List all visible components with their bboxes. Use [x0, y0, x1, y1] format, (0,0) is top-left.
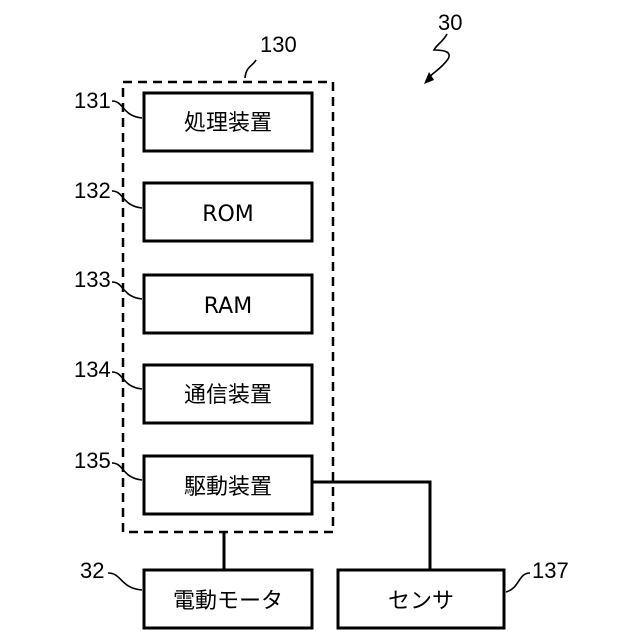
- component-rom: ROM 132: [74, 178, 312, 241]
- drive-unit-label: 駆動装置: [184, 475, 272, 500]
- figure-ref-label: 30: [438, 10, 462, 35]
- processing-unit-label: 処理装置: [184, 111, 272, 136]
- figure-ref-squiggle: [428, 34, 449, 78]
- communication-unit-leader: [112, 372, 142, 389]
- processing-unit-leader: [112, 101, 142, 118]
- controller-group-leader: [245, 60, 256, 78]
- rom-label: ROM: [202, 202, 254, 227]
- electric-motor-leader: [108, 573, 142, 590]
- processing-unit-ref: 131: [74, 88, 111, 113]
- electric-motor-label: 電動モータ: [173, 589, 283, 614]
- ram-ref: 133: [74, 267, 111, 292]
- sensor: センサ 137: [338, 558, 569, 628]
- controller-group-ref: 130: [260, 32, 297, 57]
- sensor-leader: [506, 573, 530, 592]
- drive-unit-leader: [112, 463, 142, 480]
- drive-unit-ref: 135: [74, 448, 111, 473]
- ram-leader: [112, 282, 142, 299]
- wire-drive-to-sensor: [312, 482, 430, 570]
- component-processing-unit: 処理装置 131: [74, 88, 312, 151]
- rom-leader: [112, 191, 142, 208]
- component-ram: RAM 133: [74, 267, 312, 333]
- rom-ref: 132: [74, 178, 111, 203]
- electric-motor: 電動モータ 32: [80, 558, 312, 628]
- ram-label: RAM: [204, 294, 252, 319]
- component-drive-unit: 駆動装置 135: [74, 448, 312, 514]
- sensor-label: センサ: [388, 589, 454, 614]
- component-communication-unit: 通信装置 134: [74, 357, 312, 423]
- figure-reference: 30: [424, 10, 462, 84]
- communication-unit-label: 通信装置: [184, 383, 272, 408]
- sensor-ref: 137: [532, 558, 569, 583]
- communication-unit-ref: 134: [74, 357, 111, 382]
- electric-motor-ref: 32: [80, 558, 104, 583]
